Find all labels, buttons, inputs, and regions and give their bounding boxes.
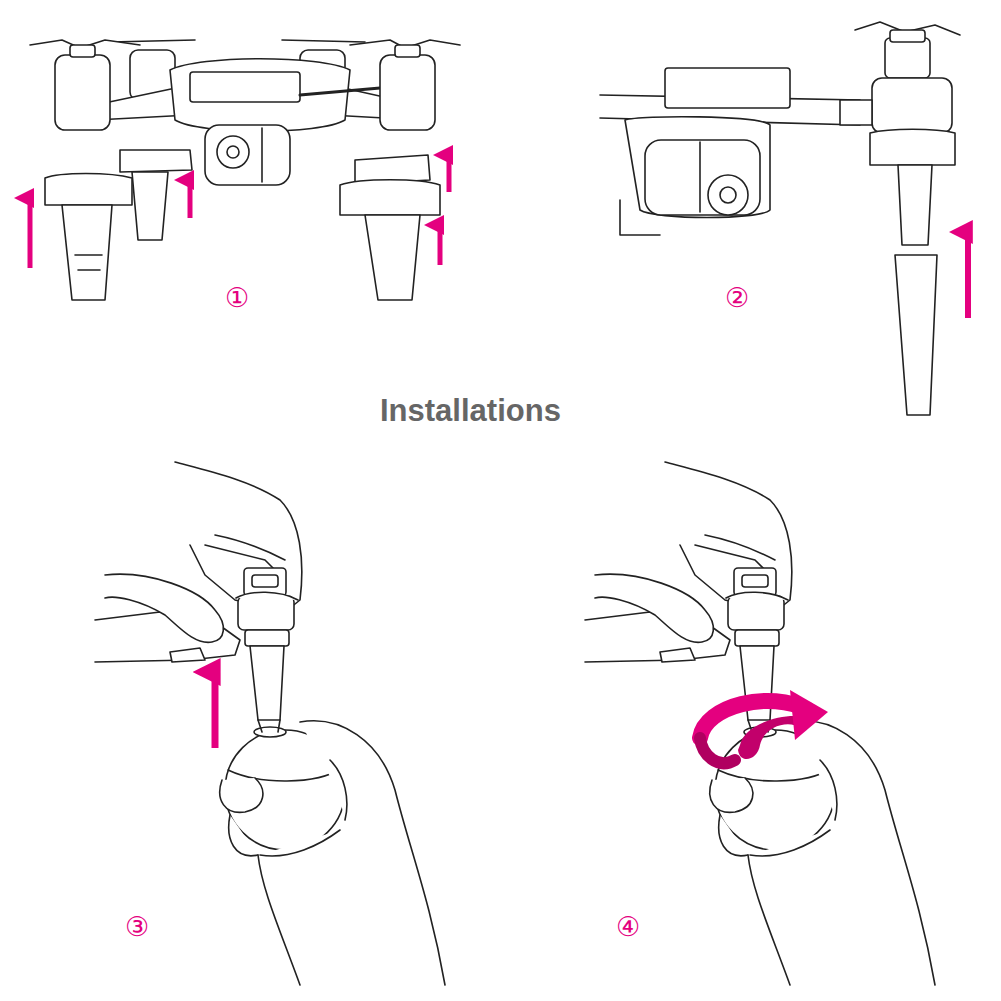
step-number: ① [225, 284, 249, 311]
diagram-title: Installations [380, 393, 561, 429]
step-number: ④ [616, 913, 640, 940]
step-number: ③ [125, 913, 149, 940]
step-number: ② [725, 284, 749, 311]
